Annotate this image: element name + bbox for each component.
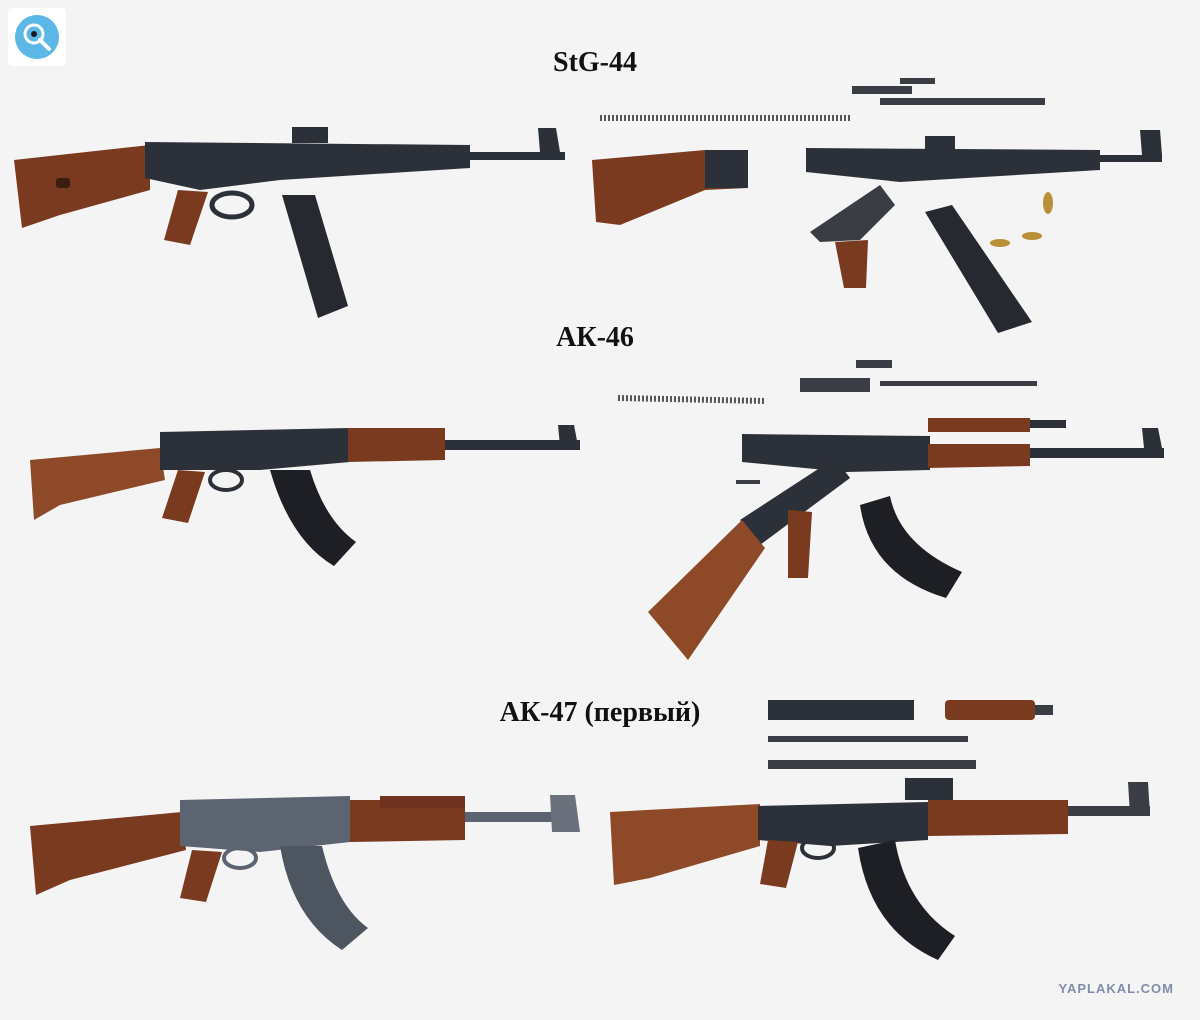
title-stg44: StG-44 (553, 47, 637, 78)
ak46-bolt-parts (736, 360, 1037, 484)
stg44-disassembled (806, 130, 1162, 333)
stg44-stock-part (592, 150, 748, 225)
ak46-spring (617, 395, 767, 404)
ak47-disassembled (610, 778, 1150, 960)
ak47-parts (768, 700, 1053, 769)
stg44-assembled (14, 127, 565, 318)
title-ak46: АК-46 (556, 322, 634, 353)
magnifier-icon (15, 15, 59, 59)
ak47-assembled (30, 795, 580, 950)
ak46-disassembled (648, 418, 1164, 660)
watermark: YAPLAKAL.COM (1058, 981, 1174, 996)
ak46-assembled (30, 425, 580, 566)
stg44-bolt-parts (852, 78, 1045, 105)
title-ak47: АК-47 (первый) (499, 697, 701, 728)
zoom-button[interactable] (8, 8, 66, 66)
